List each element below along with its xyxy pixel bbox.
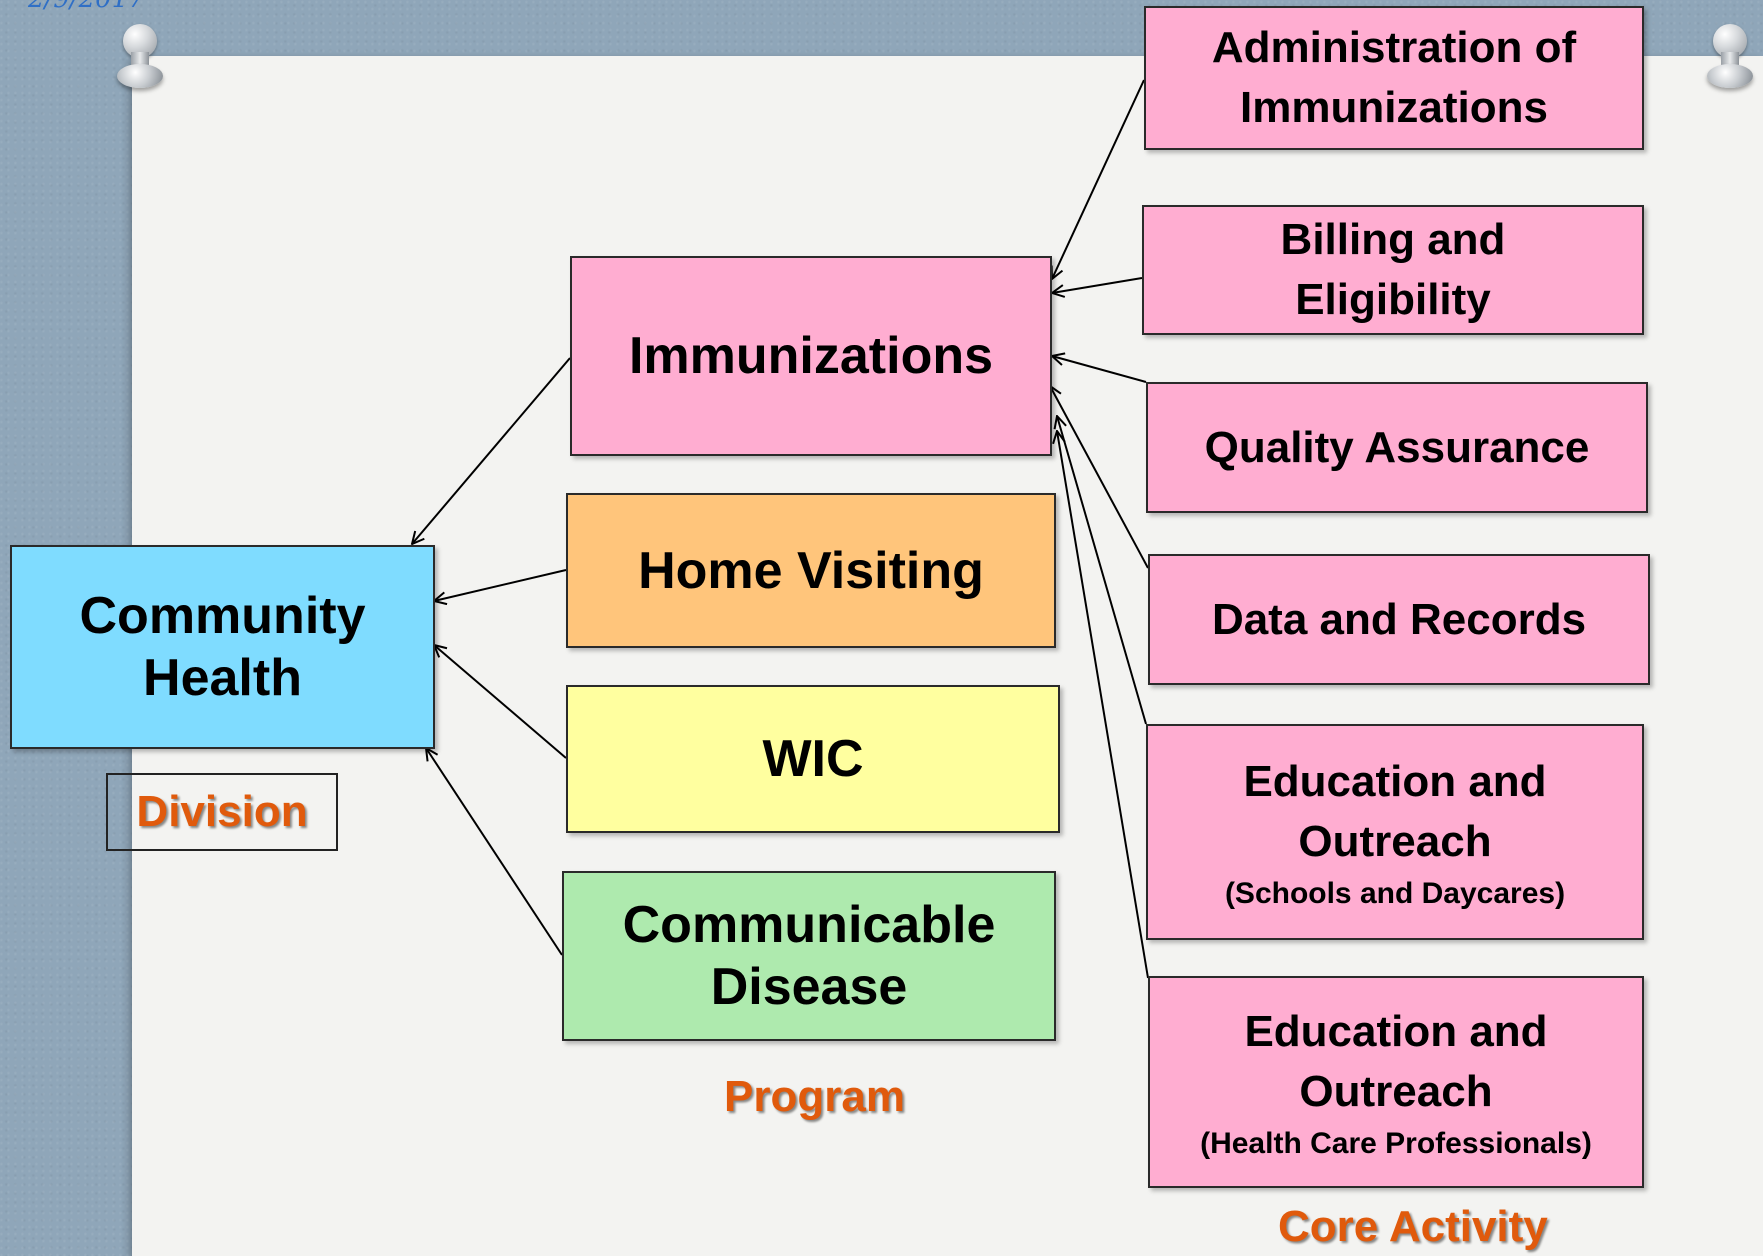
core-activity-quality-box: Quality Assurance <box>1146 382 1648 513</box>
wic-box: WIC <box>566 685 1060 833</box>
arrow-billing-to-immunizations <box>1052 277 1143 293</box>
arrow-edu-hcp-to-immunizations <box>1057 431 1149 979</box>
core-activity-education-hcp-sub: (Health Care Professionals) <box>1200 1127 1592 1160</box>
core-activity-education-schools-line2: Outreach <box>1298 817 1492 866</box>
arrow-quality-to-immunizations <box>1052 356 1147 383</box>
community-health-line1: Community <box>79 587 366 645</box>
core-activity-billing-line1: Billing and <box>1280 215 1506 264</box>
core-activity-label: Core Activity <box>1278 1202 1548 1251</box>
communicable-disease-box: Communicable Disease <box>562 871 1056 1041</box>
core-activity-billing-line2: Eligibility <box>1295 275 1491 324</box>
core-activity-education-hcp-line1: Education and <box>1244 1007 1548 1056</box>
immunizations-label: Immunizations <box>628 327 994 385</box>
core-activity-quality-label: Quality Assurance <box>1204 422 1590 472</box>
pushpin-icon <box>117 24 163 90</box>
arrow-home-visiting-to-division <box>434 569 567 601</box>
arrow-immunizations-to-division <box>412 357 571 544</box>
home-visiting-box: Home Visiting <box>566 493 1056 648</box>
program-label: Program <box>724 1072 905 1121</box>
core-activity-education-schools-sub: (Schools and Daycares) <box>1224 877 1566 910</box>
core-activity-data-label: Data and Records <box>1211 594 1587 644</box>
division-label: Division <box>106 773 338 851</box>
home-visiting-label: Home Visiting <box>638 541 984 600</box>
slide-date: 2/9/2017 <box>28 0 145 14</box>
core-activity-education-schools-line1: Education and <box>1243 757 1547 806</box>
immunizations-box: Immunizations <box>570 256 1052 456</box>
core-activity-data-box: Data and Records <box>1148 554 1650 685</box>
core-activity-education-schools-box: Education and Outreach (Schools and Dayc… <box>1146 724 1644 940</box>
community-health-box: Community Health <box>10 545 435 749</box>
core-activity-administration-line2: Immunizations <box>1239 83 1549 132</box>
arrow-wic-to-division <box>434 645 567 759</box>
arrow-communicable-to-division <box>426 748 563 956</box>
wic-label: WIC <box>762 730 864 788</box>
communicable-disease-line2: Disease <box>710 958 908 1016</box>
pushpin-icon <box>1707 24 1753 90</box>
arrow-admin-to-immunizations <box>1052 79 1145 279</box>
core-activity-education-hcp-box: Education and Outreach (Health Care Prof… <box>1148 976 1644 1188</box>
core-activity-administration-line1: Administration of <box>1211 23 1577 72</box>
core-activity-education-hcp-line2: Outreach <box>1299 1067 1493 1116</box>
core-activity-administration-box: Administration of Immunizations <box>1144 6 1644 150</box>
core-activity-billing-box: Billing and Eligibility <box>1142 205 1644 335</box>
community-health-line2: Health <box>143 649 302 707</box>
communicable-disease-line1: Communicable <box>622 896 996 954</box>
arrow-edu-schools-to-immunizations <box>1057 416 1147 725</box>
